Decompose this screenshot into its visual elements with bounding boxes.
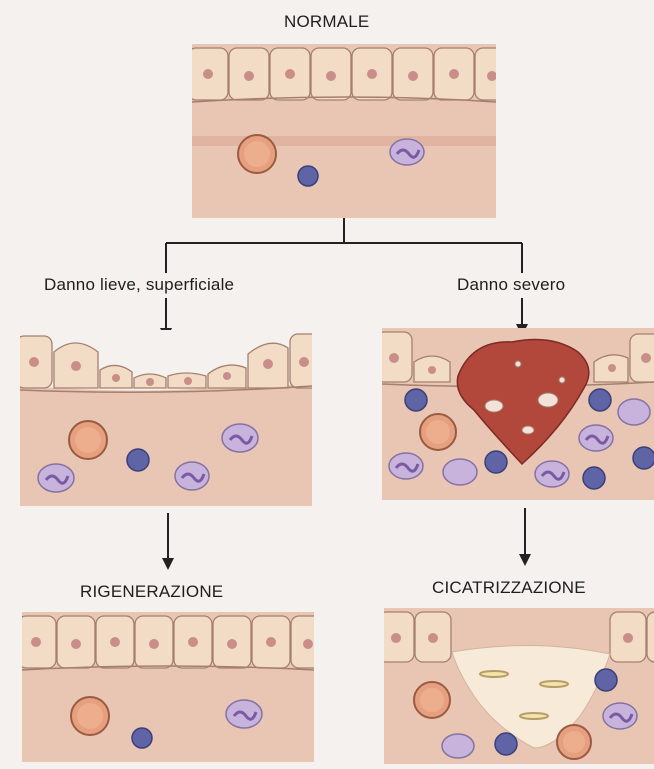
panel-mild-damage: [20, 330, 312, 506]
panel-normal-tissue: [192, 44, 496, 218]
panel-severe-damage: [382, 328, 654, 500]
arrow-down-icon: [519, 554, 531, 566]
panel-regeneration: [22, 612, 314, 762]
panel-scarring: [384, 608, 654, 764]
arrow-down-icon: [162, 558, 174, 570]
